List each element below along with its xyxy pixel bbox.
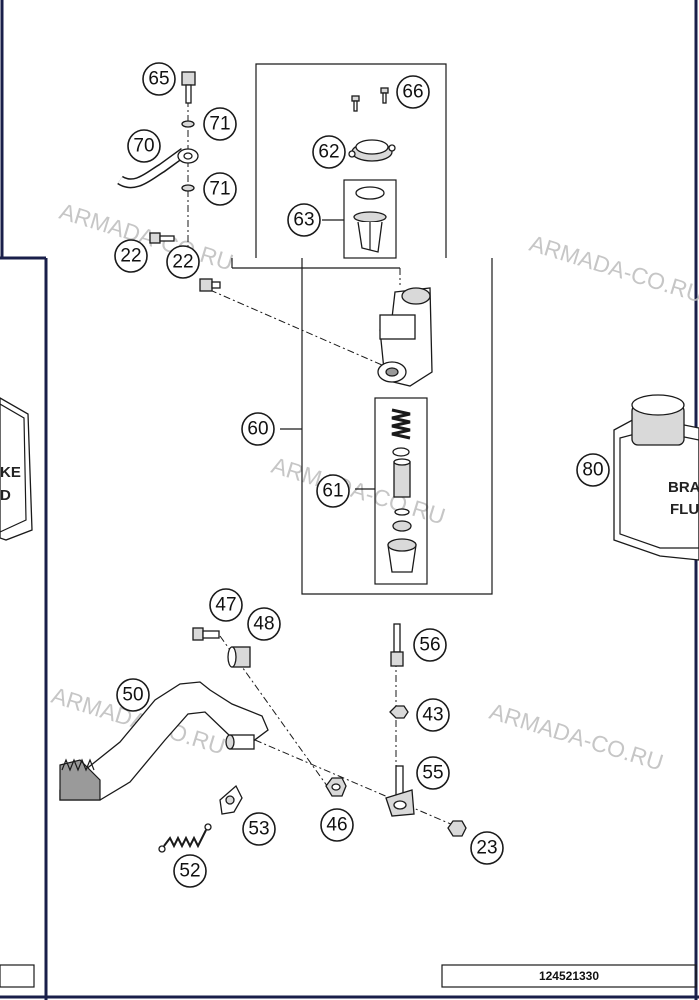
fluid-label: FLUI — [670, 501, 699, 518]
svg-text:80: 80 — [582, 460, 603, 481]
svg-text:55: 55 — [422, 763, 443, 784]
washer — [181, 120, 195, 128]
master-cylinder-body — [377, 287, 433, 387]
pivot-bushing — [227, 646, 251, 668]
watermark: ARMADA-CO.RU — [527, 230, 699, 308]
callout-50: 50 — [116, 678, 150, 712]
callout-70: 70 — [127, 129, 161, 163]
callout-71: 71 — [203, 172, 237, 206]
inner-kit-box — [374, 397, 428, 585]
callout-65: 65 — [142, 62, 176, 96]
nut — [389, 705, 409, 719]
svg-text:60: 60 — [247, 419, 268, 440]
callout-23: 23 — [470, 831, 504, 865]
washer — [181, 184, 195, 192]
callout-48: 48 — [247, 607, 281, 641]
callout-63: 63 — [287, 203, 321, 237]
svg-text:71: 71 — [209, 114, 230, 135]
reservoir-filter — [353, 186, 387, 253]
reservoir-group-box — [231, 63, 447, 285]
nut — [447, 820, 467, 837]
svg-text:70: 70 — [133, 136, 154, 157]
callout-61: 61 — [316, 474, 350, 508]
reservoir-cap — [348, 139, 396, 162]
svg-text:56: 56 — [419, 635, 440, 656]
banjo-fitting — [199, 278, 221, 292]
callout-71: 71 — [203, 107, 237, 141]
callout-46: 46 — [320, 808, 354, 842]
svg-text:22: 22 — [120, 246, 141, 267]
filter-box — [343, 179, 397, 259]
nut — [325, 777, 347, 797]
brake-pedal — [59, 681, 269, 801]
svg-text:43: 43 — [422, 705, 443, 726]
callout-43: 43 — [416, 698, 450, 732]
banjo-bolt — [181, 71, 196, 104]
fluid-label: D — [0, 487, 11, 504]
push-rod — [390, 623, 404, 667]
svg-text:63: 63 — [293, 210, 314, 231]
callout-52: 52 — [173, 854, 207, 888]
svg-text:48: 48 — [253, 614, 274, 635]
callout-53: 53 — [242, 812, 276, 846]
watermark: ARMADA-CO.RU — [487, 698, 667, 776]
callout-60: 60 — [241, 412, 275, 446]
callout-22: 22 — [114, 239, 148, 273]
fluid-label: KE — [0, 464, 21, 481]
watermark: ARMADA-CO.RU — [269, 452, 449, 530]
pivot-bolt — [192, 627, 220, 641]
brake-fluid-can-right: BRAK FLUI — [613, 394, 699, 561]
svg-text:66: 66 — [402, 82, 423, 103]
callout-66: 66 — [396, 75, 430, 109]
callout-55: 55 — [416, 756, 450, 790]
watermark: ARMADA-CO.RU — [57, 198, 237, 276]
svg-text:50: 50 — [122, 685, 143, 706]
callout-62: 62 — [312, 135, 346, 169]
svg-text:71: 71 — [209, 179, 230, 200]
svg-text:52: 52 — [179, 861, 200, 882]
piston-kit — [387, 408, 417, 573]
return-spring — [158, 823, 212, 853]
reservoir-screw — [351, 87, 389, 112]
brake-fluid-can-left: KE D — [0, 397, 33, 541]
callout-47: 47 — [209, 588, 243, 622]
diagram-code: 124521330 — [539, 969, 599, 983]
svg-text:47: 47 — [215, 595, 236, 616]
clevis — [385, 765, 415, 817]
diagram-code-box — [441, 964, 697, 988]
svg-text:53: 53 — [248, 819, 269, 840]
svg-text:65: 65 — [148, 69, 169, 90]
bleeder-screw — [149, 232, 175, 244]
brake-hose — [117, 147, 199, 189]
svg-text:23: 23 — [476, 838, 497, 859]
svg-text:61: 61 — [322, 481, 343, 502]
svg-text:62: 62 — [318, 142, 339, 163]
spring-plate — [219, 784, 243, 815]
master-cylinder-group-box — [280, 179, 493, 595]
callout-56: 56 — [413, 628, 447, 662]
fluid-label: BRAK — [668, 479, 699, 496]
callout-22: 22 — [166, 245, 200, 279]
svg-text:22: 22 — [172, 252, 193, 273]
svg-text:46: 46 — [326, 815, 347, 836]
callout-80: 80 — [576, 453, 610, 487]
